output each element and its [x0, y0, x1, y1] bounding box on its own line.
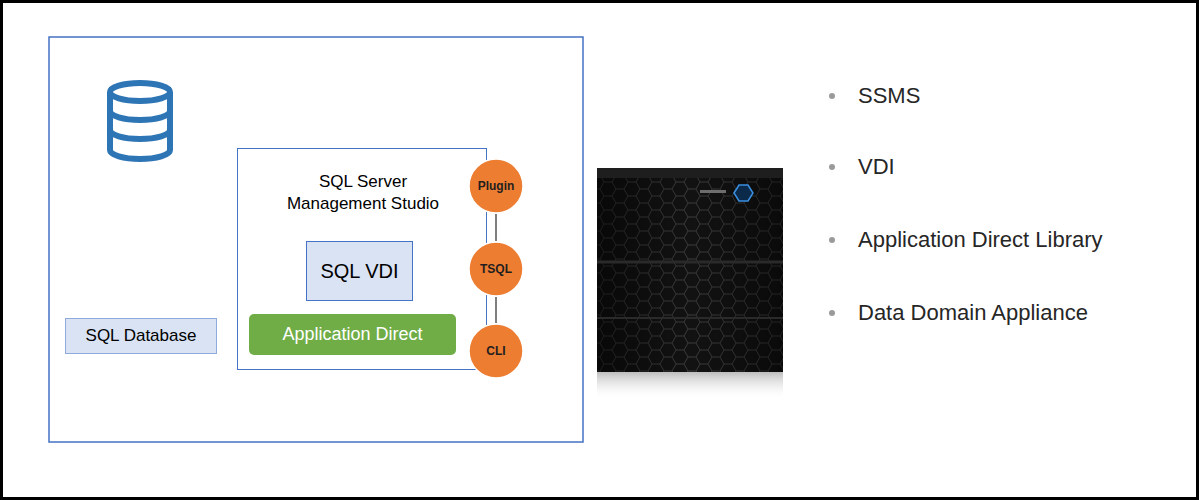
bullet-text: Application Direct Library — [858, 227, 1103, 253]
node-text: SQL Server Management Studio — [274, 171, 452, 215]
bullet-text: SSMS — [858, 83, 920, 109]
node-text: CLI — [486, 344, 505, 358]
library-box: Application Direct — [249, 314, 456, 355]
interface-circle: CLI — [468, 323, 524, 379]
circle-outline — [469, 242, 523, 296]
node-text: SQL VDI — [320, 260, 398, 283]
node-text: Application Direct — [282, 324, 422, 345]
database-label: SQL Database — [65, 318, 217, 354]
component-box: SQL VDI — [306, 241, 413, 301]
bullet-text: VDI — [858, 154, 895, 180]
circle-outline — [469, 324, 523, 378]
container-box: SQL Server Management StudioSQL VDI Appli… — [237, 148, 487, 370]
appliance-photo — [597, 168, 783, 400]
bullet-text: Data Domain Appliance — [858, 300, 1088, 326]
database-icon — [110, 83, 170, 159]
node-text: TSQL — [480, 262, 512, 276]
bullet-marks — [829, 93, 835, 316]
interface-circle: Plugin — [468, 158, 524, 214]
node-text: Plugin — [478, 179, 515, 193]
connector-line — [495, 297, 497, 323]
connector-line — [495, 214, 497, 241]
node-text: SQL Database — [86, 326, 197, 346]
server-box — [49, 37, 583, 442]
interface-circle: TSQL — [468, 241, 524, 297]
circle-outline — [469, 159, 523, 213]
